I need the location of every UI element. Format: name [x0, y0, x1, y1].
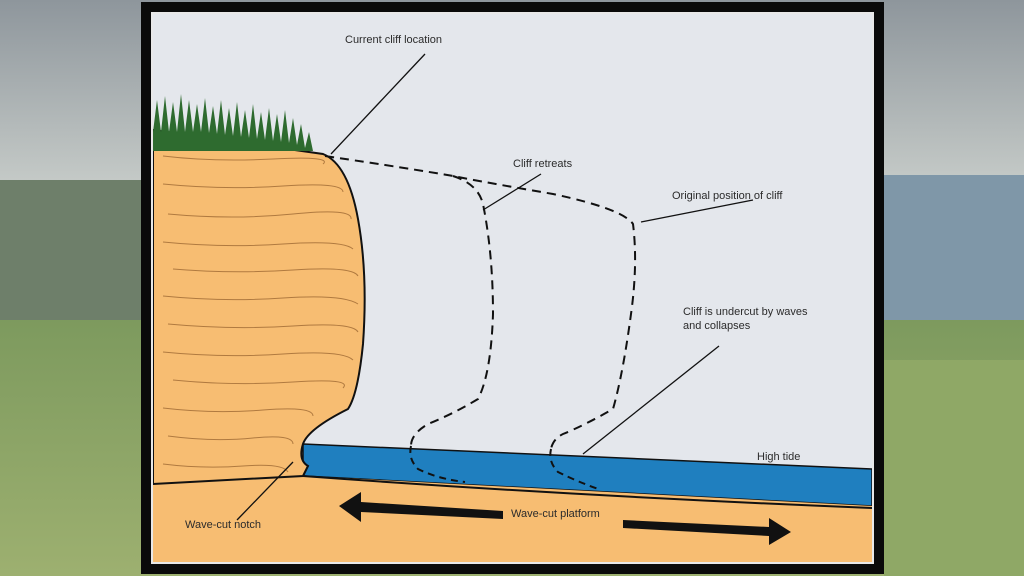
- wave-cut-platform-sand: [153, 476, 872, 562]
- collapsed-notch-2: [549, 448, 602, 491]
- label-current-cliff: Current cliff location: [345, 34, 443, 46]
- intermediate-cliff-outline: [410, 175, 495, 447]
- cliff-rock: [153, 128, 366, 486]
- label-cliff-retreats: Cliff retreats: [513, 158, 573, 170]
- label-high-tide: High tide: [757, 451, 801, 463]
- diagram-panel: Current cliff location Cliff retreats Or…: [151, 12, 874, 564]
- label-undercut-line2: and collapses: [683, 320, 751, 332]
- arrow-right: [623, 518, 791, 545]
- label-wave-cut-notch: Wave-cut notch: [185, 519, 262, 531]
- original-cliff-outline: [324, 155, 637, 450]
- label-original-position: Original position of cliff: [672, 190, 783, 202]
- coastal-erosion-diagram: [153, 53, 872, 562]
- label-undercut-line1: Cliff is undercut by waves: [683, 306, 808, 318]
- label-wave-cut-platform: Wave-cut platform: [511, 508, 600, 520]
- arrow-left: [339, 492, 503, 522]
- grass-tufts: [153, 94, 313, 151]
- cliff-strata: [162, 155, 359, 473]
- platform-arrows: [339, 492, 791, 545]
- leader-lines: [236, 53, 754, 521]
- platform-edge: [302, 475, 872, 509]
- collapsed-notch-1: [409, 445, 466, 483]
- diagram-frame: Current cliff location Cliff retreats Or…: [141, 2, 884, 574]
